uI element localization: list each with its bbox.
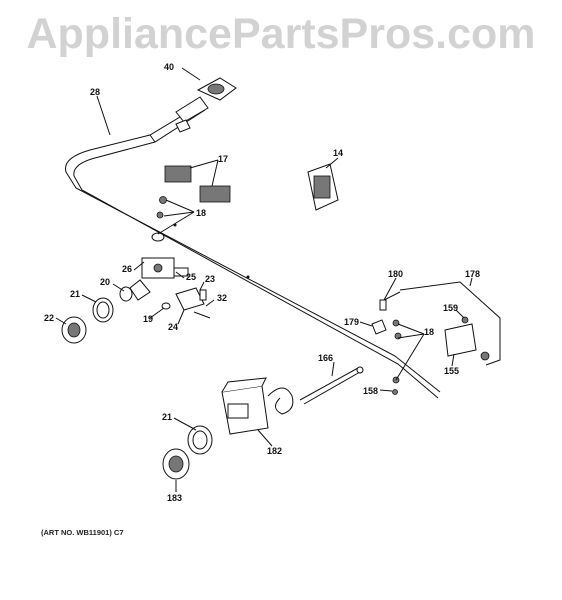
leader-lines bbox=[55, 67, 473, 492]
watermark-text: AppliancePartsPros.com bbox=[26, 10, 536, 58]
ignition-module-14 bbox=[307, 163, 339, 211]
switch-24 bbox=[161, 287, 211, 319]
burner-valve-40 bbox=[175, 77, 237, 133]
terminal-blocks-17 bbox=[164, 165, 231, 203]
knob-assembly-upper bbox=[61, 286, 133, 344]
callout-178: 178 bbox=[465, 269, 480, 279]
callout-25: 25 bbox=[186, 272, 196, 282]
callout-labels: 40 28 14 17 18 26 25 23 20 21 22 19 24 3… bbox=[44, 62, 480, 503]
callout-40: 40 bbox=[164, 62, 174, 72]
art-number: (ART NO. WB11901) C7 bbox=[41, 528, 124, 537]
callout-14: 14 bbox=[333, 148, 343, 158]
thermocouple-166 bbox=[299, 366, 364, 405]
knob-assembly-lower bbox=[162, 425, 213, 480]
callout-183: 183 bbox=[167, 493, 182, 503]
callout-180: 180 bbox=[388, 269, 403, 279]
thermostat-182 bbox=[221, 377, 294, 435]
callout-20: 20 bbox=[100, 277, 110, 287]
callout-22: 22 bbox=[44, 313, 54, 323]
callout-166: 166 bbox=[318, 353, 333, 363]
callout-21-lower: 21 bbox=[162, 412, 172, 422]
callout-26: 26 bbox=[122, 264, 132, 274]
callout-28: 28 bbox=[90, 87, 100, 97]
screws-18 bbox=[151, 196, 167, 242]
valve-26 bbox=[129, 257, 189, 301]
callout-18-lower: 18 bbox=[424, 327, 434, 337]
callout-155: 155 bbox=[444, 366, 459, 376]
callout-17: 17 bbox=[218, 154, 228, 164]
callout-158: 158 bbox=[363, 386, 378, 396]
manifold-tube bbox=[65, 104, 441, 399]
callout-23: 23 bbox=[205, 274, 215, 284]
callout-182: 182 bbox=[267, 446, 282, 456]
callout-159: 159 bbox=[443, 303, 458, 313]
callout-18-upper: 18 bbox=[196, 208, 206, 218]
callout-19: 19 bbox=[143, 314, 153, 324]
callout-32: 32 bbox=[217, 293, 227, 303]
callout-24: 24 bbox=[168, 322, 178, 332]
igniter-assembly-178 bbox=[371, 281, 501, 395]
callout-21-upper: 21 bbox=[70, 289, 80, 299]
callout-179: 179 bbox=[344, 317, 359, 327]
